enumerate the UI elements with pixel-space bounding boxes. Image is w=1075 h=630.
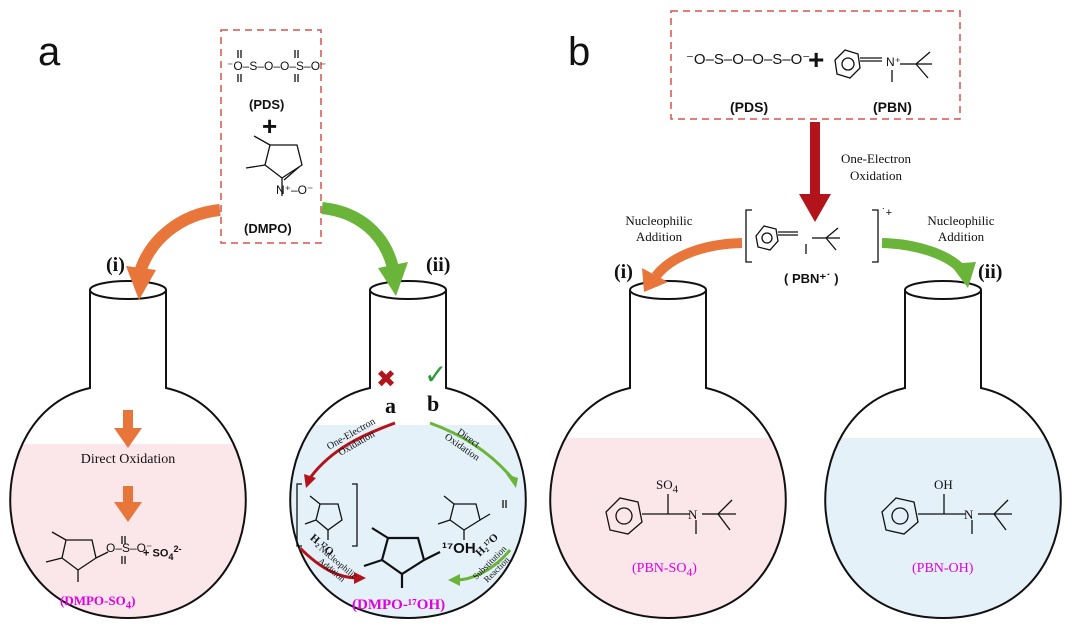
- direct-oxidation-label-i: Direct Oxidation: [80, 452, 176, 467]
- so4-group-label: SO4: [656, 477, 679, 496]
- path-i-label-b: (i): [614, 261, 633, 283]
- oh17-group: ¹⁷OH: [442, 540, 476, 557]
- dmpo-structure-a: [245, 135, 303, 196]
- pds-formula-b: ⁻O–S–O–O–S–O⁻: [686, 51, 811, 68]
- flask-ii-a: [289, 280, 527, 620]
- pbn-structure: [834, 49, 932, 82]
- plus-sign-a: +: [262, 111, 278, 141]
- flask-ii-b: [824, 280, 1062, 620]
- nucleophilic-addition-label-left: Nucleophilic Addition: [625, 213, 693, 244]
- path-i-label-a: (i): [106, 254, 125, 276]
- dmpo-label-a: (DMPO): [244, 221, 292, 236]
- pds-label-a: (PDS): [249, 97, 285, 112]
- oh-group-label: OH: [934, 477, 953, 492]
- pbn-oh-structure: [881, 494, 1012, 535]
- flask-i-a-steps: [114, 410, 142, 522]
- flask-i-b: [549, 280, 787, 620]
- dmpo-so4-structure: [45, 531, 126, 582]
- flasks: [9, 280, 1062, 620]
- pbn-oh-product-label: (PBN-OH): [912, 561, 974, 576]
- dmpo-so4-product-label: (DMPO-SO4): [60, 593, 136, 612]
- one-electron-oxidation-label-b: One-Electron Oxidation: [840, 151, 912, 183]
- pbn-so4-nitrogen: N: [688, 507, 698, 522]
- pbn-radical-cation: [745, 209, 879, 263]
- route-a-label: a: [385, 393, 396, 418]
- route-a-cross-icon: ✖: [376, 367, 397, 393]
- so4-byproduct: + SO42-: [143, 544, 182, 562]
- panel-a-letter: a: [38, 30, 61, 74]
- dmpo-oh-structure: [363, 527, 441, 588]
- route-b-check-icon: ✓: [424, 360, 448, 391]
- pds-label-b: (PDS): [730, 99, 769, 115]
- dmpo-oso3-structure: [437, 495, 507, 540]
- pds-structure-a: [237, 50, 299, 82]
- pbn-n-o: N⁺: [886, 55, 901, 69]
- reagent-box-b: [670, 10, 961, 120]
- plus-sign-b: +: [808, 44, 825, 75]
- pbn-so4-structure: [605, 494, 736, 535]
- nucleophilic-addition-label-right: Nucleophilic Addition: [927, 213, 995, 244]
- route-b-label: b: [427, 391, 440, 416]
- reagent-box-a: [220, 29, 322, 244]
- arrow-to-flask-ii-b: [881, 238, 966, 274]
- flask-i-b-liquid: [550, 438, 786, 618]
- dmpo-n-o: N⁺–O⁻: [276, 183, 314, 197]
- flask-ii-b-liquid: [825, 438, 1061, 618]
- arrow-to-flask-i-a: [134, 204, 221, 275]
- structures: [45, 49, 1012, 588]
- radical-cation-charge: ˙+: [882, 207, 893, 219]
- path-ii-label-a: (ii): [426, 254, 451, 276]
- flask-i-a: [9, 280, 247, 620]
- pds-formula-a: ⁻O–S–O–O–S–O⁻: [227, 59, 327, 73]
- oso3-group-a: O–S–O⁻: [106, 541, 153, 555]
- pbn-label: (PBN): [873, 99, 912, 115]
- arrow-to-flask-ii-a: [321, 202, 399, 270]
- dmpo-radical-cation: [296, 483, 358, 547]
- pbn-radical-cation-label: ( PBN⁺˙ ): [784, 271, 839, 286]
- pbn-oh-nitrogen: N: [964, 507, 974, 522]
- pbn-so4-product-label: (PBN-SO4): [632, 561, 697, 579]
- arrow-to-flask-i-b: [652, 238, 743, 280]
- panel-b-letter: b: [568, 30, 591, 74]
- dmpo-oh-product-label: (DMPO-¹⁷OH): [352, 597, 446, 613]
- path-ii-label-b: (ii): [978, 261, 1003, 283]
- flask-i-a-liquid: [10, 444, 246, 618]
